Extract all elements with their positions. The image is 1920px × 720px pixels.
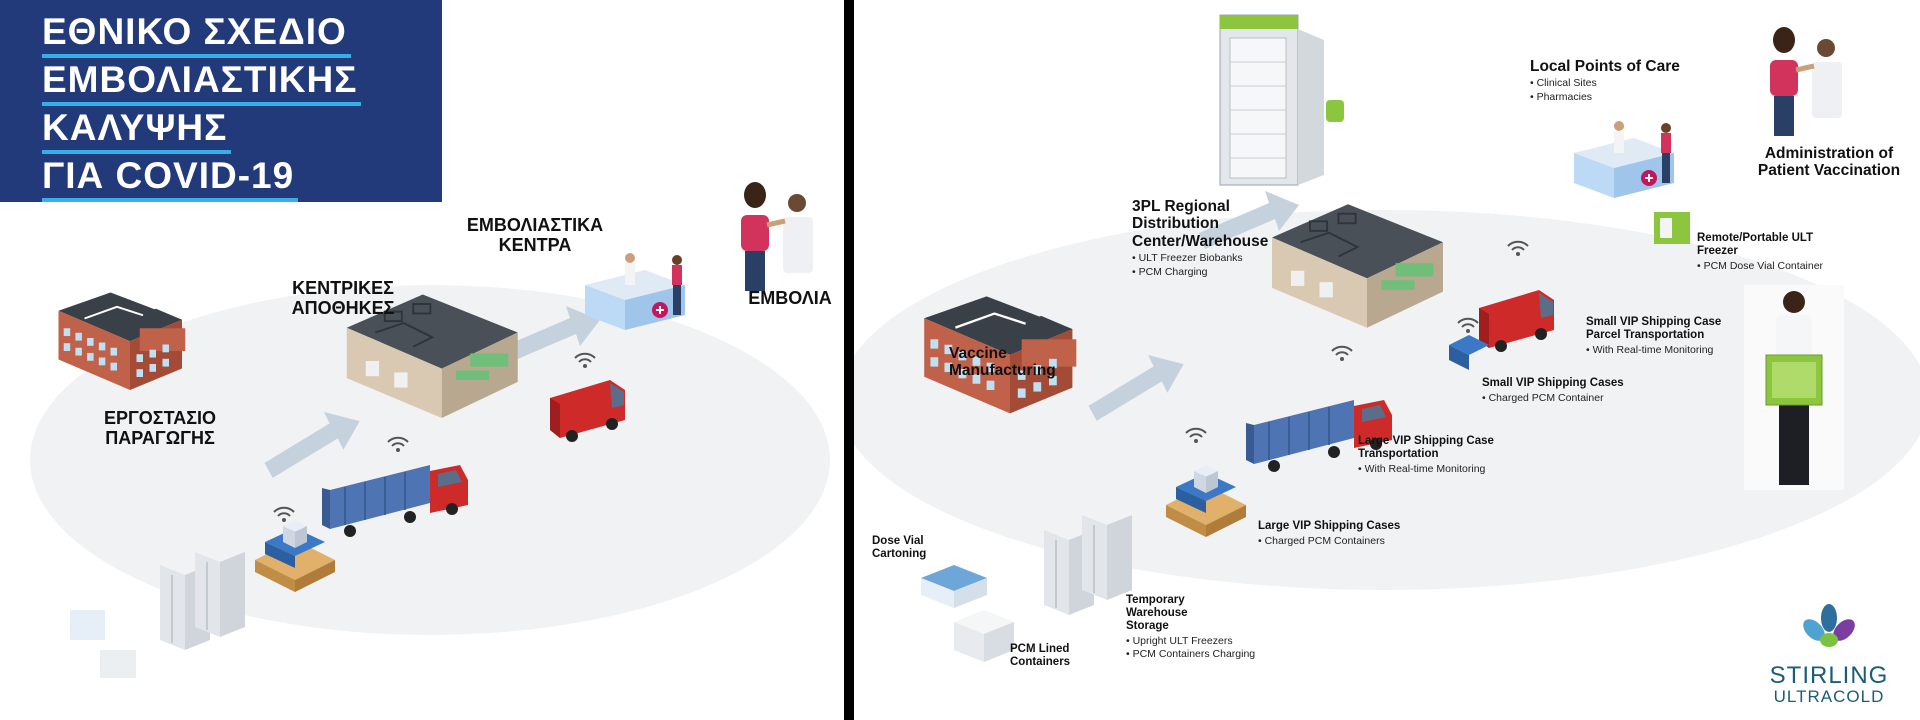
label-factory: ΕΡΓΟΣΤΑΣΙΟ ΠΑΡΑΓΩΓΗΣ [103,408,217,449]
left-diagram [30,0,830,678]
small-case-icon [1449,335,1489,370]
label-vaccinations: ΕΜΒΟΛΙΑ [748,288,832,308]
bullet: ULT Freezer Biobanks [1132,252,1302,266]
pcm-container-icon [954,610,1014,662]
bullet: PCM Dose Vial Container [1697,260,1837,274]
points-of-care-title: Local Points of Care [1530,58,1680,75]
large-cases-bullets: Charged PCM Containers [1258,535,1418,549]
label-points-of-care: Local Points of Care Clinical Sites Phar… [1530,58,1690,105]
label-small-cases: Small VIP Shipping Cases Charged PCM Con… [1482,377,1632,406]
bullet: PCM Containers Charging [1126,648,1276,662]
temp-storage-title: Temporary Warehouse Storage [1126,594,1188,632]
label-large-transport: Large VIP Shipping Case Transportation W… [1358,435,1508,476]
points-of-care-bullets: Clinical Sites Pharmacies [1530,77,1690,104]
label-pcm-lined: PCM Lined Containers [1010,643,1071,668]
dose-vial-icon [921,565,987,608]
title-line: ΓΙΑ COVID-19 [42,154,299,202]
label-large-cases: Large VIP Shipping Cases Charged PCM Con… [1258,520,1418,549]
small-parcel-title: Small VIP Shipping Case Parcel Transport… [1586,316,1722,341]
vaccination-icon [1770,27,1842,136]
care-counter-icon [1573,120,1675,199]
distribution-bullets: ULT Freezer Biobanks PCM Charging [1132,252,1302,279]
bullet: Pharmacies [1530,91,1690,105]
freezer-icon [194,541,246,638]
large-transport-bullets: With Real-time Monitoring [1358,463,1508,477]
ult-freezer-icon [1219,14,1344,186]
vial-box-icon [70,610,105,640]
distribution-title: 3PL Regional Distribution Center/Warehou… [1132,198,1269,250]
label-temp-storage: Temporary Warehouse Storage Upright ULT … [1126,594,1276,662]
portable-freezer-icon [1654,212,1690,244]
temp-storage-bullets: Upright ULT Freezers PCM Containers Char… [1126,635,1276,662]
vaccination-icon [741,182,813,291]
title-line: ΕΜΒΟΛΙΑΣΤΙΚΗΣ [42,58,362,106]
label-remote-freezer: Remote/Portable ULT Freezer PCM Dose Via… [1697,232,1837,273]
bullet: Upright ULT Freezers [1126,635,1276,649]
container-box-icon [100,650,136,678]
label-centers: ΕΜΒΟΛΙΑΣΤΙΚΑ ΚΕΝΤΡΑ [466,215,604,256]
label-small-parcel: Small VIP Shipping Case Parcel Transport… [1586,316,1736,357]
brand-logo: STIRLING ULTRACOLD [1769,664,1889,707]
bullet: PCM Charging [1132,266,1302,280]
small-cases-title: Small VIP Shipping Cases [1482,377,1624,389]
right-panel: Vaccine Manufacturing 3PL Regional Distr… [854,0,1920,720]
label-distribution: 3PL Regional Distribution Center/Warehou… [1132,198,1302,279]
technician-icon [1744,285,1844,490]
bullet: Charged PCM Container [1482,392,1632,406]
left-panel: ΕΘΝΙΚΟ ΣΧΕΔΙΟ ΕΜΒΟΛΙΑΣΤΙΚΗΣ ΚΑΛΥΨΗΣ ΓΙΑ … [0,0,844,720]
bullet: With Real-time Monitoring [1358,463,1508,477]
care-counter-icon [584,252,686,331]
brand-line2: ULTRACOLD [1773,687,1885,706]
title-line: ΚΑΛΥΨΗΣ [42,106,232,154]
small-parcel-bullets: With Real-time Monitoring [1586,344,1736,358]
panel-divider [844,0,854,720]
label-manufacturing: Vaccine Manufacturing [949,345,1056,380]
label-administration: Administration of Patient Vaccination [1757,145,1901,180]
label-warehouses: ΚΕΝΤΡΙΚΕΣ ΑΠΟΘΗΚΕΣ [291,278,395,319]
brand-line1: STIRLING [1769,662,1889,689]
stirling-logo-icon [1803,604,1855,647]
freezer-icon [1081,504,1133,601]
right-ellipse [854,210,1920,590]
bullet: Clinical Sites [1530,77,1690,91]
right-diagram [854,14,1920,662]
title-line: ΕΘΝΙΚΟ ΣΧΕΔΙΟ [42,10,351,58]
label-dose-vial: Dose Vial Cartoning [872,535,927,560]
small-cases-bullets: Charged PCM Container [1482,392,1632,406]
remote-freezer-bullets: PCM Dose Vial Container [1697,260,1837,274]
large-transport-title: Large VIP Shipping Case Transportation [1358,435,1494,460]
remote-freezer-title: Remote/Portable ULT Freezer [1697,232,1814,257]
title-banner: ΕΘΝΙΚΟ ΣΧΕΔΙΟ ΕΜΒΟΛΙΑΣΤΙΚΗΣ ΚΑΛΥΨΗΣ ΓΙΑ … [0,0,442,202]
bullet: With Real-time Monitoring [1586,344,1736,358]
large-cases-title: Large VIP Shipping Cases [1258,520,1401,532]
bullet: Charged PCM Containers [1258,535,1418,549]
